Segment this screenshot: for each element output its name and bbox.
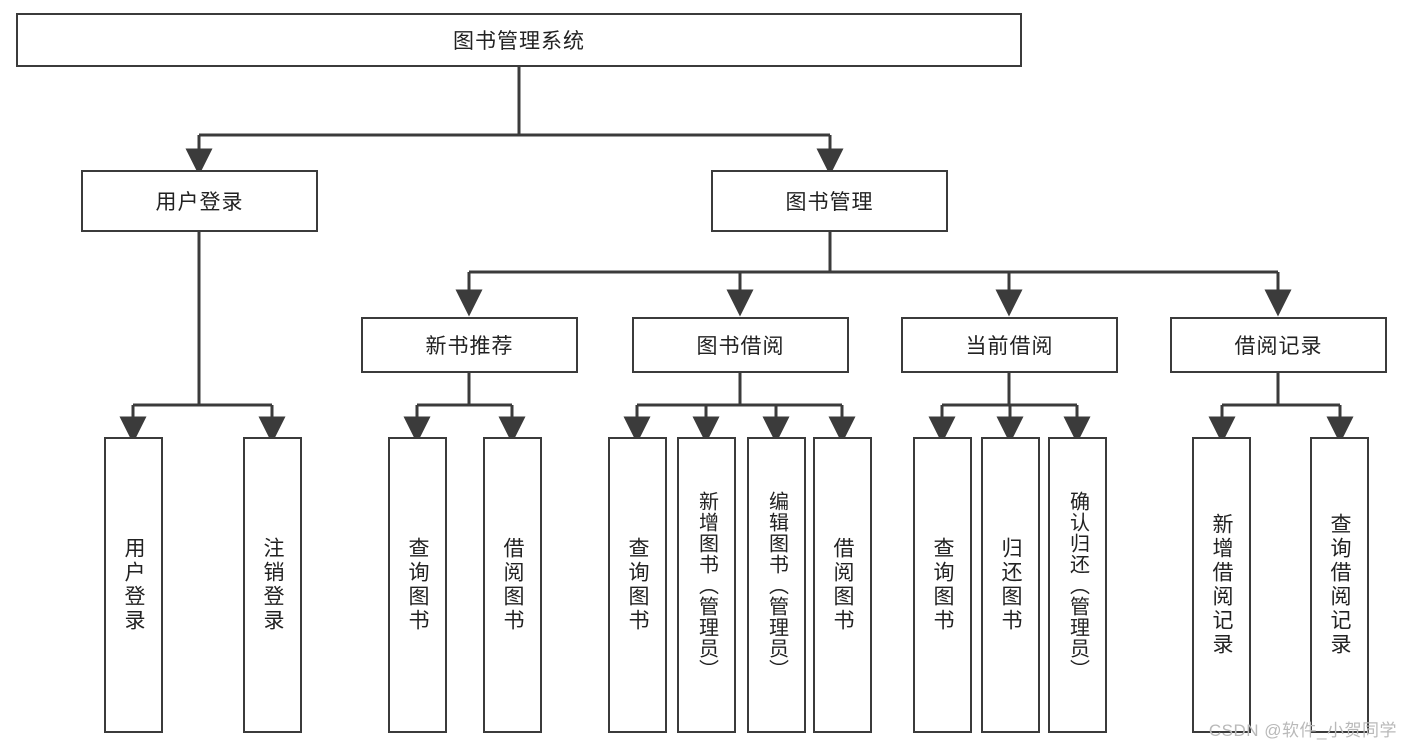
node-leaf-query-record-label: 查询借阅记录 — [1328, 513, 1351, 657]
node-leaf-query-book-2-label: 查询图书 — [626, 537, 649, 633]
node-user-login-label: 用户登录 — [155, 191, 244, 214]
node-leaf-add-record-label: 新增借阅记录 — [1210, 513, 1233, 657]
node-new-book-rec[interactable]: 新书推荐 — [361, 317, 578, 373]
node-root-label: 图书管理系统 — [453, 30, 585, 53]
node-borrow-record[interactable]: 借阅记录 — [1170, 317, 1387, 373]
node-leaf-add-book-label: 新增图书（管理员） — [695, 490, 718, 680]
node-leaf-user-logout-label: 注销登录 — [261, 537, 284, 633]
node-leaf-query-book-3-label: 查询图书 — [931, 537, 954, 633]
node-book-borrow-label: 图书借阅 — [696, 335, 785, 358]
node-current-borrow-label: 当前借阅 — [965, 335, 1054, 358]
node-leaf-borrow-book-1[interactable]: 借阅图书 — [483, 437, 542, 733]
node-leaf-return-book[interactable]: 归还图书 — [981, 437, 1040, 733]
node-leaf-user-login-label: 用户登录 — [122, 537, 145, 633]
node-book-borrow[interactable]: 图书借阅 — [632, 317, 849, 373]
node-leaf-confirm-return-label: 确认归还（管理员） — [1066, 490, 1089, 680]
node-leaf-user-logout[interactable]: 注销登录 — [243, 437, 302, 733]
node-leaf-borrow-book-2[interactable]: 借阅图书 — [813, 437, 872, 733]
node-new-book-rec-label: 新书推荐 — [425, 335, 514, 358]
node-leaf-user-login[interactable]: 用户登录 — [104, 437, 163, 733]
node-leaf-borrow-book-2-label: 借阅图书 — [831, 537, 854, 633]
node-leaf-query-book-3[interactable]: 查询图书 — [913, 437, 972, 733]
node-book-manage[interactable]: 图书管理 — [711, 170, 948, 232]
watermark: CSDN @软件_小贺同学 — [1208, 721, 1397, 740]
node-leaf-add-record[interactable]: 新增借阅记录 — [1192, 437, 1251, 733]
node-leaf-add-book[interactable]: 新增图书（管理员） — [677, 437, 736, 733]
node-leaf-query-book-1-label: 查询图书 — [406, 537, 429, 633]
node-leaf-edit-book-label: 编辑图书（管理员） — [765, 490, 788, 680]
node-leaf-edit-book[interactable]: 编辑图书（管理员） — [747, 437, 806, 733]
node-root[interactable]: 图书管理系统 — [16, 13, 1022, 67]
node-current-borrow[interactable]: 当前借阅 — [901, 317, 1118, 373]
node-book-manage-label: 图书管理 — [785, 191, 874, 214]
node-leaf-query-book-2[interactable]: 查询图书 — [608, 437, 667, 733]
node-borrow-record-label: 借阅记录 — [1234, 335, 1323, 358]
node-leaf-return-book-label: 归还图书 — [999, 537, 1022, 633]
node-user-login[interactable]: 用户登录 — [81, 170, 318, 232]
node-leaf-confirm-return[interactable]: 确认归还（管理员） — [1048, 437, 1107, 733]
node-leaf-borrow-book-1-label: 借阅图书 — [501, 537, 524, 633]
node-leaf-query-book-1[interactable]: 查询图书 — [388, 437, 447, 733]
node-leaf-query-record[interactable]: 查询借阅记录 — [1310, 437, 1369, 733]
